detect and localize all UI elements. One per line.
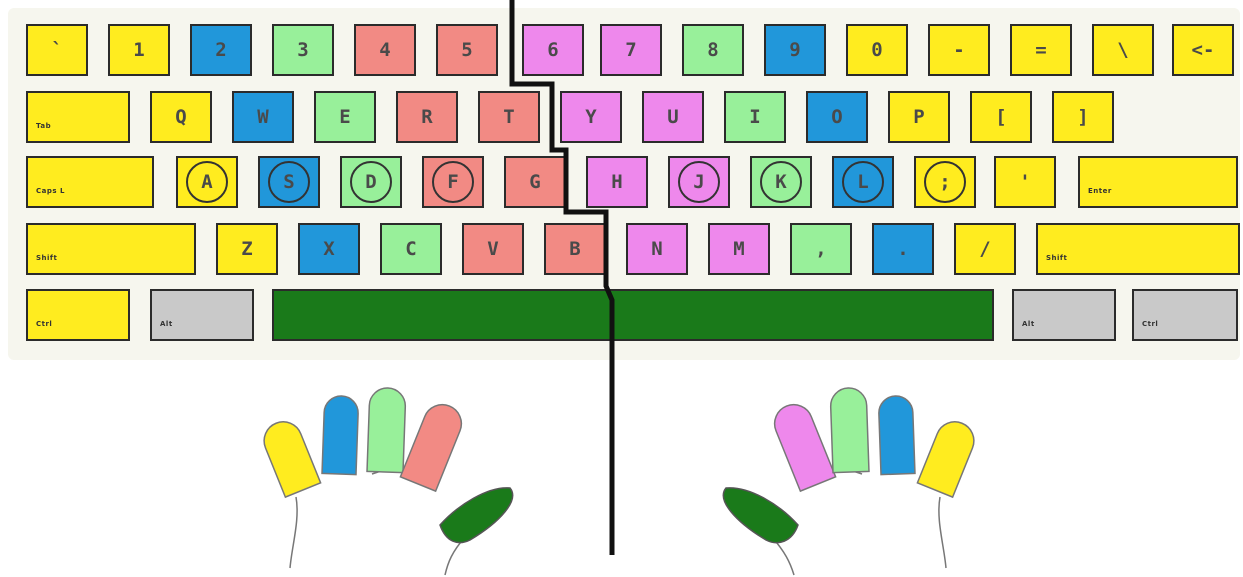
right-index-finger [769, 399, 836, 491]
right-middle-finger [830, 387, 869, 472]
hand-divider-line [512, 0, 612, 555]
left-ring-finger [322, 395, 359, 474]
left-index-finger [400, 399, 467, 491]
left-hand-outline [290, 470, 465, 575]
left-thumb [440, 488, 513, 543]
left-pinky-finger [258, 416, 320, 497]
right-pinky-finger [917, 416, 979, 497]
left-middle-finger [367, 387, 406, 472]
right-thumb [723, 488, 798, 543]
right-ring-finger [878, 395, 915, 474]
